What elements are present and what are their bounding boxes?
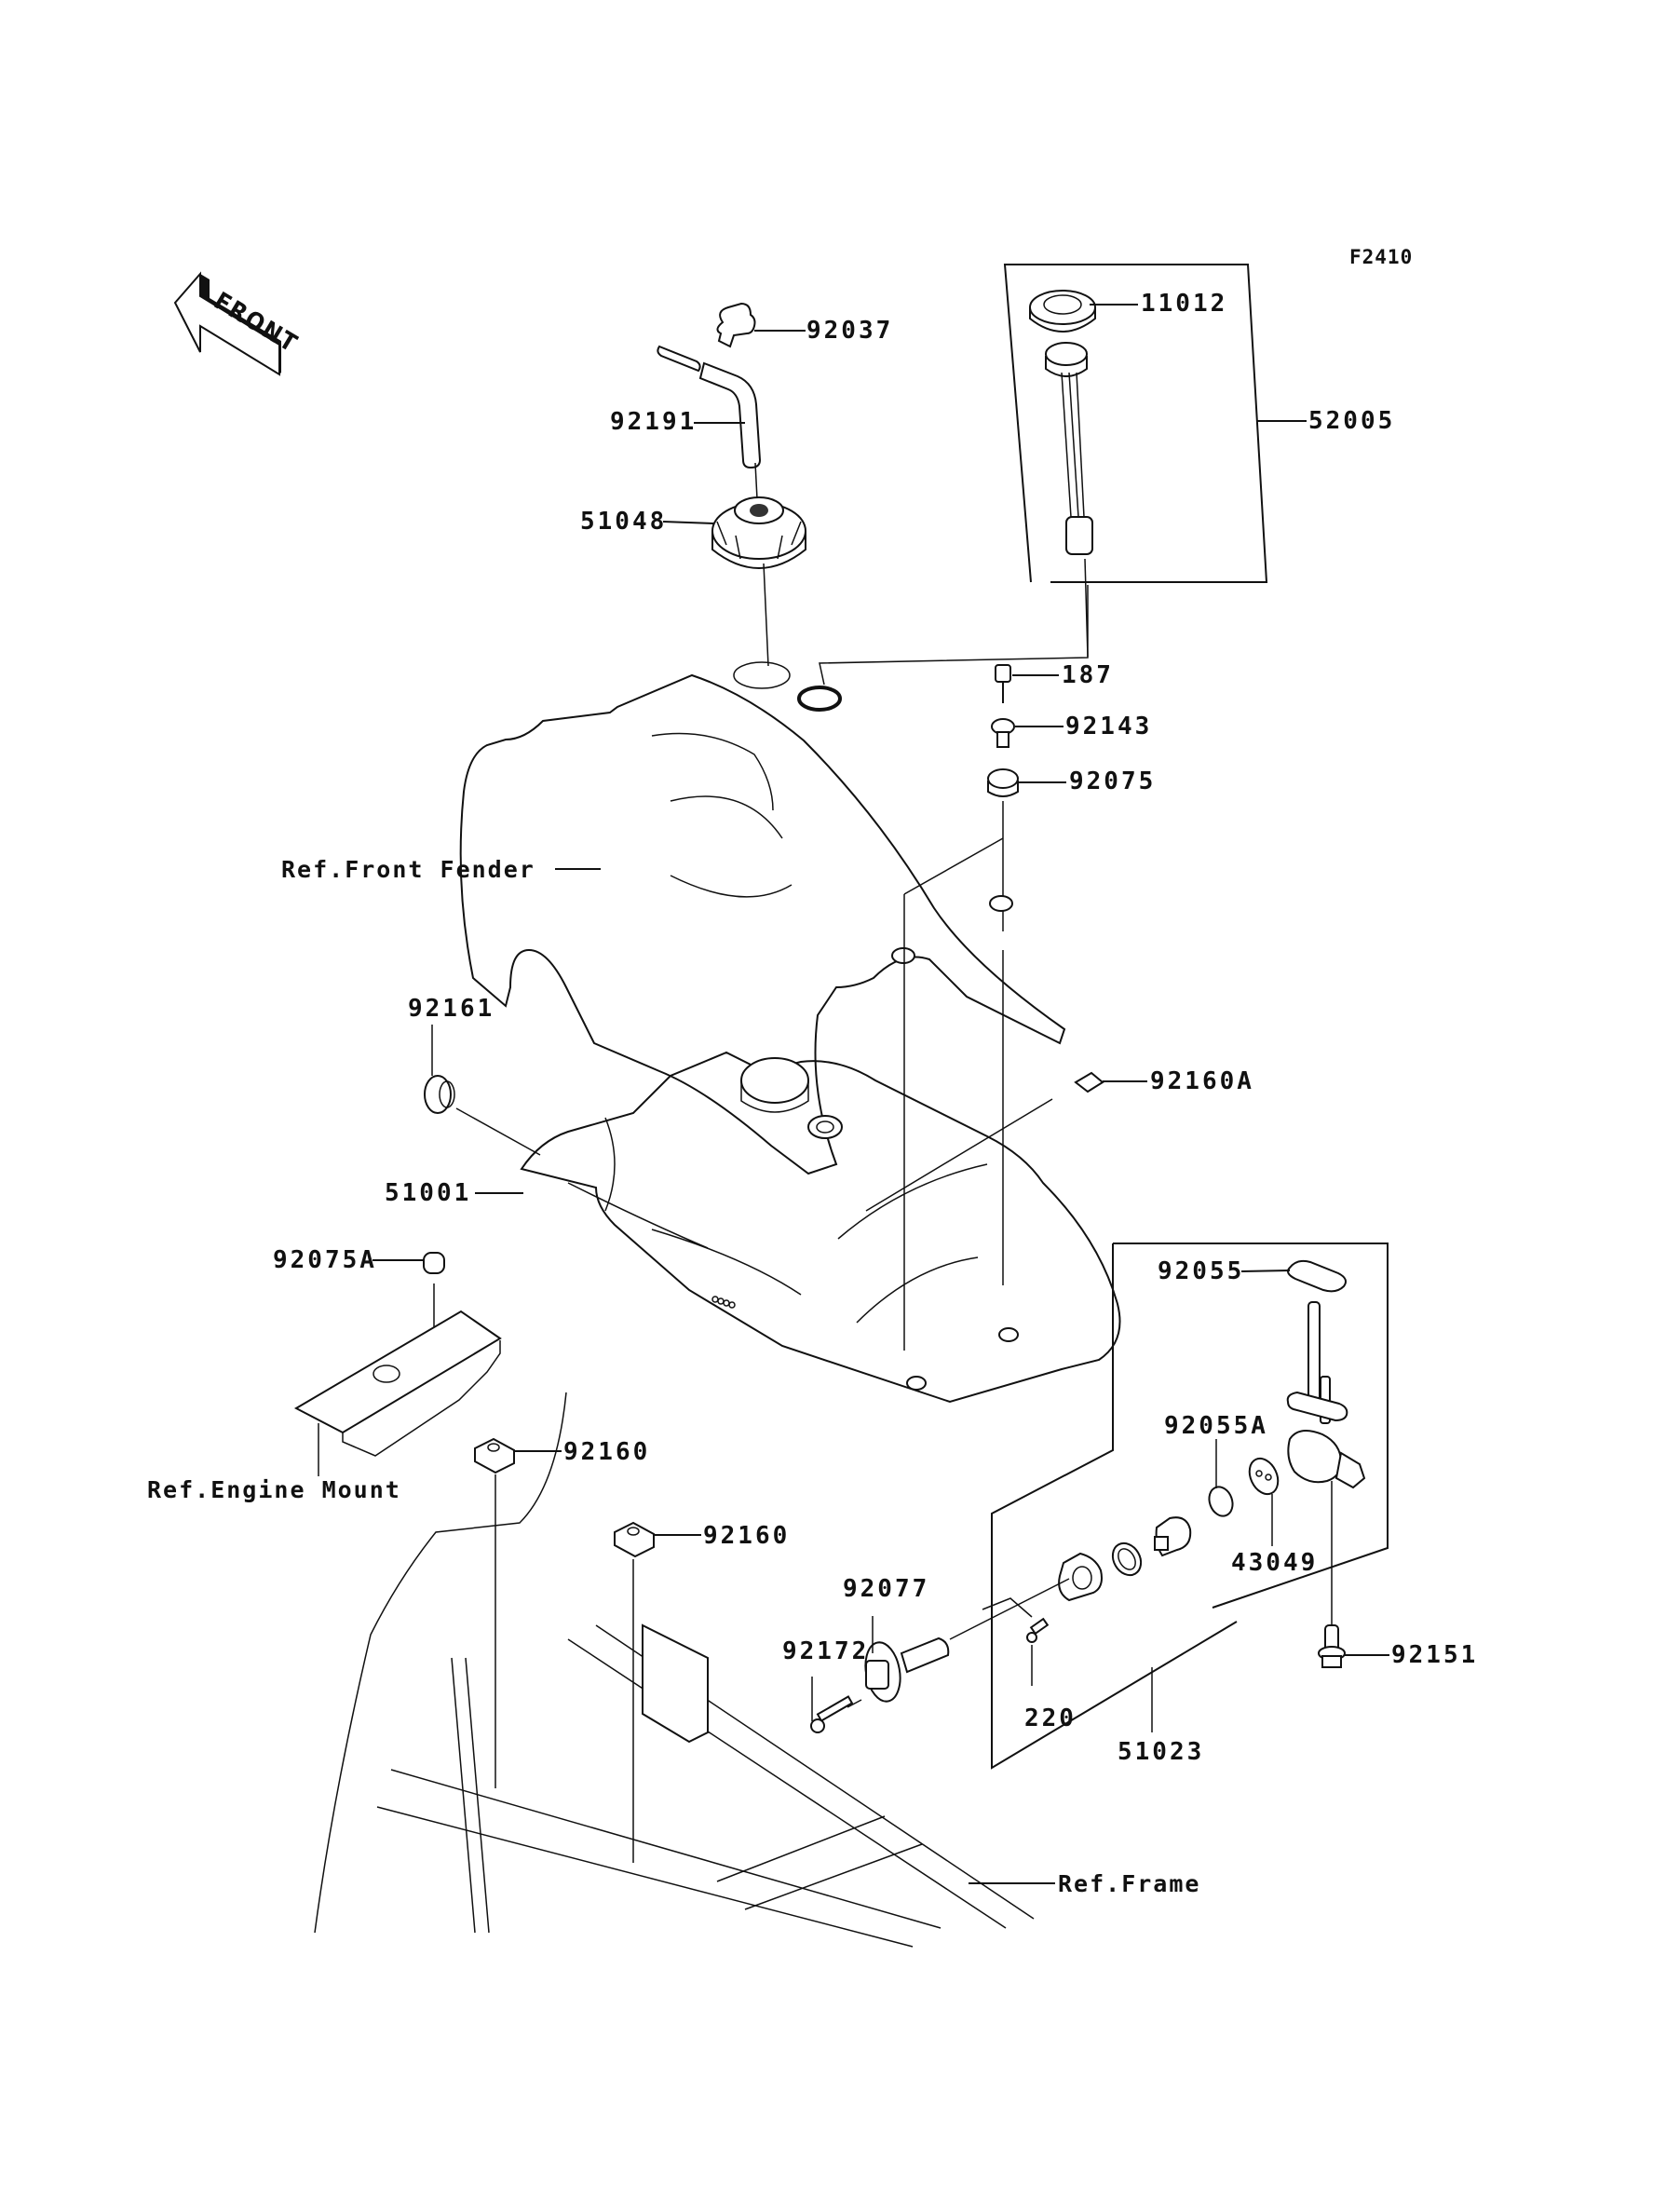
valve-plate (1058, 1552, 1103, 1602)
fuel-cock-box-51023 (991, 1243, 1389, 1770)
part-label-92075: 92075 (1069, 767, 1157, 795)
part-label-92055A: 92055A (1164, 1412, 1268, 1440)
part-label-92037: 92037 (806, 317, 894, 345)
part-label-51048: 51048 (580, 508, 668, 536)
damper-92075 (987, 768, 1066, 1285)
gasket-92055 (1240, 1259, 1347, 1293)
ref-frame-label: Ref.Frame (1058, 1870, 1201, 1897)
damper-clip-92160-lower (614, 1521, 701, 1863)
part-label-51001: 51001 (385, 1179, 472, 1207)
damper-92161 (424, 1025, 541, 1156)
part-label-92161: 92161 (408, 995, 495, 1023)
ref-engine-mount-label: Ref.Engine Mount (147, 1476, 401, 1503)
o-ring-92055A (1208, 1439, 1234, 1517)
valve-core (1154, 1516, 1192, 1557)
engine-mount-ref (293, 1310, 502, 1476)
part-label-11012: 11012 (1141, 290, 1228, 318)
part-label-92055: 92055 (1158, 1257, 1245, 1285)
washer (1111, 1541, 1143, 1577)
part-label-92077: 92077 (843, 1575, 930, 1603)
bolt-187 (995, 664, 1059, 703)
part-label-92160-lower: 92160 (703, 1522, 791, 1550)
damper-pad-92160A (865, 1071, 1147, 1212)
front-fender-ref (459, 661, 1066, 1351)
part-label-220: 220 (1024, 1704, 1077, 1732)
part-label-187: 187 (1062, 661, 1114, 689)
figure-code: F2410 (1349, 246, 1414, 268)
part-label-92160A: 92160A (1150, 1067, 1254, 1095)
damper-clip-92160-upper (474, 1437, 562, 1788)
part-label-92143: 92143 (1065, 713, 1153, 740)
part-label-92191: 92191 (610, 408, 698, 436)
seal-43049 (1248, 1457, 1280, 1546)
breather-tube-92191 (657, 345, 762, 518)
bolt-92151 (1318, 1624, 1389, 1668)
part-label-92151: 92151 (1391, 1641, 1479, 1669)
collar-92143 (991, 718, 1064, 748)
part-label-92172: 92172 (782, 1637, 870, 1665)
clamp-92037 (716, 302, 806, 348)
frame-ref (314, 1392, 1055, 1948)
ref-front-fender-label: Ref.Front Fender (281, 856, 535, 883)
fuel-gauge-box-52005 (819, 264, 1307, 686)
knob-92077 (864, 1578, 1070, 1703)
fuel-cap-51048 (662, 496, 806, 667)
screw-220 (982, 1597, 1050, 1686)
part-label-43049: 43049 (1231, 1549, 1319, 1577)
fuel-cock-body (1286, 1301, 1366, 1630)
screw-92172 (810, 1677, 862, 1733)
part-label-51023: 51023 (1118, 1738, 1205, 1766)
fuel-tank-51001 (475, 1051, 1121, 1404)
part-label-92160-upper: 92160 (563, 1438, 651, 1466)
part-label-92075A: 92075A (273, 1246, 377, 1274)
front-arrow-icon: FRONT (173, 271, 303, 376)
part-label-52005: 52005 (1308, 407, 1396, 435)
